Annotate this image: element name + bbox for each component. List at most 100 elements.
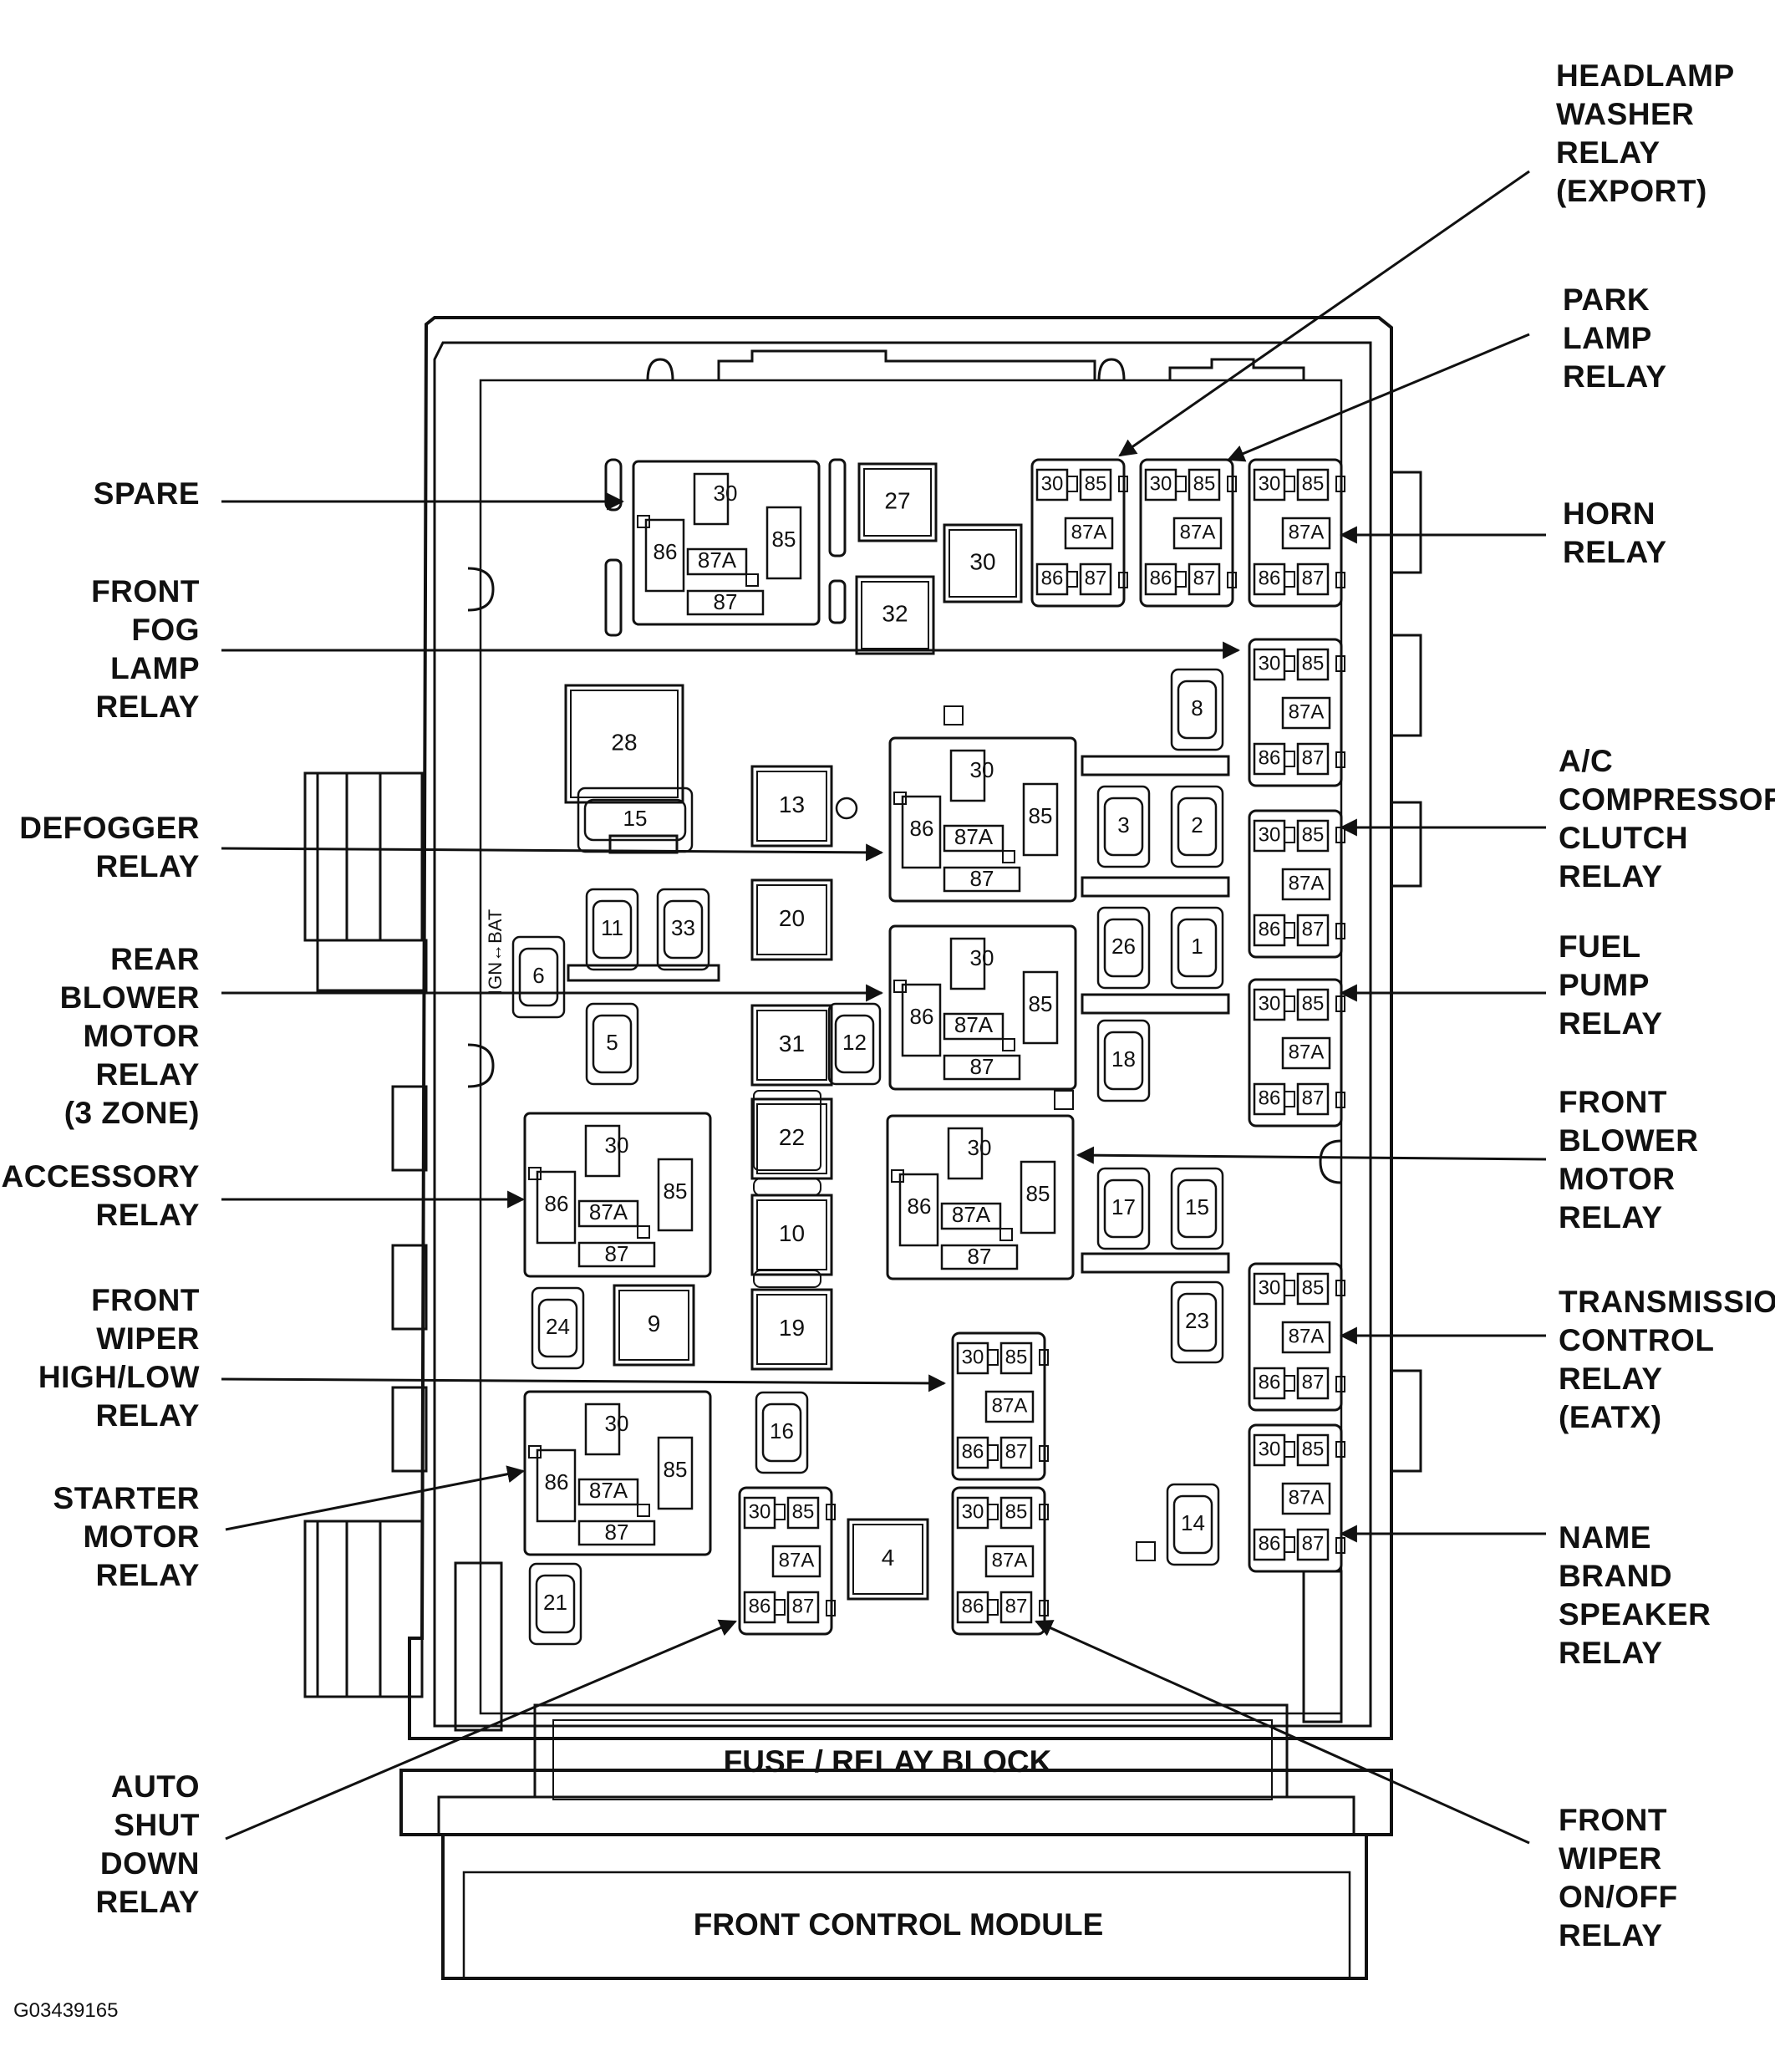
terminal-87a-label: 87A [1071,521,1107,543]
terminal-87a-label: 87A [954,1012,994,1037]
fuse-number-label: 15 [623,806,648,831]
square-fuse: 31 [750,1004,833,1087]
terminal-87a-label: 87A [1289,1486,1325,1509]
terminal-85-label: 85 [1302,823,1325,846]
terminal-30-label: 30 [714,481,738,506]
fuse-number-label: 1 [1191,934,1203,959]
fuse-number-label: 24 [546,1314,570,1339]
terminal-87-label: 87 [1005,1440,1028,1463]
fuse-number-label: 31 [779,1031,805,1056]
terminal-87-label: 87 [605,1241,629,1266]
terminal-87-label: 87 [1302,1087,1325,1109]
fuse-number-label: 28 [611,729,637,755]
terminal-87a-label: 87A [589,1478,628,1503]
square-fuse: 4 [847,1518,929,1601]
square-fuse: 13 [750,765,833,848]
fuse-number-label: 15 [1185,1194,1209,1219]
callout-accessory-relay: ACCESSORY RELAY [1,1159,200,1232]
callout-transmission-control-relay: TRANSMISSION CONTROL RELAY (EATX) [1559,1285,1775,1434]
ign-bat-label: IGN↔BAT [485,909,506,995]
callout-auto-shut-down-relay: AUTO SHUT DOWN RELAY [95,1769,200,1919]
fuse-number-label: 13 [779,792,805,817]
terminal-86-label: 86 [545,1469,569,1494]
terminal-85-label: 85 [1193,472,1216,495]
terminal-85-label: 85 [792,1500,815,1523]
terminal-85-label: 85 [1005,1346,1028,1368]
terminal-85-label: 85 [1005,1500,1028,1523]
terminal-85-label: 85 [1302,1276,1325,1299]
terminal-85-label: 85 [664,1457,688,1482]
mini-fuse: 15 [577,787,694,853]
square-fuse: 9 [613,1284,695,1367]
terminal-87-label: 87 [970,1054,994,1079]
terminal-85-label: 85 [1302,1438,1325,1460]
terminal-85-label: 85 [1085,472,1107,495]
fuse-number-label: 4 [882,1545,895,1571]
mini-fuse: 23 [1170,1280,1224,1364]
terminal-87-label: 87 [714,589,738,614]
fuse-number-label: 12 [842,1030,867,1055]
square-fuse: 32 [855,575,935,655]
terminal-30-label: 30 [1259,823,1281,846]
callout-starter-motor-relay: STARTER MOTOR RELAY [53,1481,200,1592]
terminal-87-label: 87 [1302,918,1325,940]
fuse-number-label: 21 [543,1590,567,1615]
terminal-86-label: 86 [1150,567,1172,589]
terminal-87-label: 87 [605,1520,629,1545]
terminal-86-label: 86 [910,1004,934,1029]
terminal-30-label: 30 [1259,1276,1281,1299]
fuse-number-label: 2 [1191,812,1203,837]
mini-fuse: 16 [755,1391,809,1474]
fuse-number-label: 16 [770,1418,794,1443]
square-fuse: 20 [750,878,833,961]
terminal-86-label: 86 [1259,1371,1281,1393]
terminal-87-label: 87 [1085,567,1107,589]
callout-headlamp-washer-relay: HEADLAMP WASHER RELAY (EXPORT) [1556,59,1735,208]
terminal-87-label: 87 [1302,1532,1325,1555]
terminal-30-label: 30 [1041,472,1064,495]
fuse-number-label: 20 [779,905,805,931]
bus-bars [567,458,1230,1561]
callout-fuel-pump-relay: FUEL PUMP RELAY [1559,929,1663,1041]
terminal-30-label: 30 [749,1500,771,1523]
terminal-85-label: 85 [1029,803,1053,828]
fuse-number-label: 6 [532,963,544,988]
terminal-86-label: 86 [1259,918,1281,940]
terminal-85-label: 85 [1302,472,1325,495]
mini-fuse: 12 [827,1002,882,1086]
terminal-85-label: 85 [1026,1181,1050,1206]
mini-fuse: 6 [511,935,566,1019]
mini-fuse: 8 [1170,668,1224,751]
terminal-85-label: 85 [1302,652,1325,675]
mini-fuse: 14 [1166,1483,1220,1566]
fuse-number-label: 30 [969,548,995,574]
callout-front-blower-motor-relay: FRONT BLOWER MOTOR RELAY [1559,1085,1699,1235]
terminal-87a-label: 87A [698,547,737,573]
mini-fuse: 5 [585,1002,639,1086]
fuse-number-label: 18 [1111,1046,1136,1072]
fuse-number-label: 3 [1117,812,1129,837]
terminal-87-label: 87 [1193,567,1216,589]
terminal-87a-label: 87A [992,1549,1028,1571]
callout-front-fog-lamp-relay: FRONT FOG LAMP RELAY [91,574,200,724]
mini-fuse: 33 [656,888,710,971]
terminal-30-label: 30 [970,945,994,970]
callout-front-wiper-high-low-relay: FRONT WIPER HIGH/LOW RELAY [38,1283,200,1433]
fuse-number-label: 8 [1191,695,1203,720]
square-fuse: 19 [750,1288,833,1371]
housing [303,316,1422,1980]
mini-fuse: 24 [531,1286,585,1370]
terminal-87a-label: 87A [1289,1325,1325,1347]
terminal-30-label: 30 [1259,992,1281,1015]
terminal-87a-label: 87A [1180,521,1216,543]
fuse-number-label: 5 [606,1030,618,1055]
terminal-87a-label: 87A [1289,872,1325,894]
terminal-87a-label: 87A [589,1199,628,1224]
terminal-87a-label: 87A [1289,521,1325,543]
